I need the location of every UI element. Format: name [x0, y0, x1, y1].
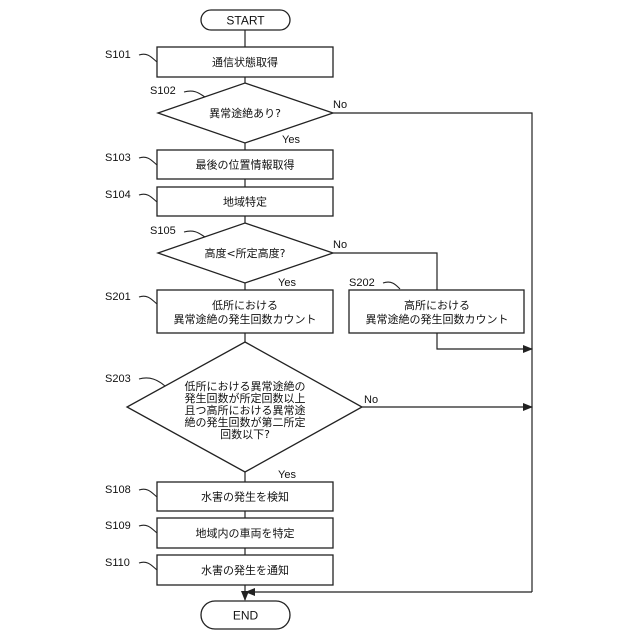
- s109-text: 地域内の車両を特定: [196, 526, 295, 540]
- s109-leader: [139, 525, 157, 533]
- step-s101: 通信状態取得 S101: [105, 47, 333, 77]
- s203-text-line-2: 発生回数が所定回数以上: [185, 391, 306, 405]
- s102-yes-label: Yes: [282, 134, 300, 146]
- start-label: START: [226, 14, 265, 28]
- s104-leader: [139, 194, 157, 202]
- s104-id: S104: [105, 189, 131, 201]
- s108-leader: [139, 489, 157, 497]
- s203-text-line-5: 回数以下?: [220, 428, 270, 441]
- s105-no-label: No: [333, 239, 347, 251]
- step-s108: 水害の発生を検知 S108: [105, 482, 333, 511]
- s108-id: S108: [105, 484, 131, 496]
- s102-id: S102: [150, 85, 176, 97]
- s105-yes-label: Yes: [278, 277, 296, 289]
- step-s109: 地域内の車両を特定 S109: [105, 518, 333, 548]
- s110-leader: [139, 562, 157, 570]
- s202-id: S202: [349, 277, 375, 289]
- s101-leader: [139, 54, 157, 62]
- s201-leader: [139, 296, 157, 304]
- step-s110: 水害の発生を通知 S110: [105, 555, 333, 585]
- s110-text: 水害の発生を通知: [201, 563, 289, 577]
- end-label: END: [233, 609, 259, 623]
- s109-id: S109: [105, 520, 131, 532]
- s203-yes-label: Yes: [278, 469, 296, 481]
- s203-text-line-3: 且つ高所における異常途: [185, 403, 306, 417]
- start-terminal: START: [201, 10, 290, 30]
- s103-id: S103: [105, 152, 131, 164]
- s202-leader: [383, 282, 400, 289]
- step-s201: 低所における 異常途絶の発生回数カウント S201: [105, 290, 333, 333]
- s101-text: 通信状態取得: [212, 55, 278, 69]
- s108-text: 水害の発生を検知: [201, 490, 289, 504]
- s203-text-line-1: 低所における異常途絶の: [185, 379, 306, 393]
- s102-no-label: No: [333, 99, 347, 111]
- s105-id: S105: [150, 225, 176, 237]
- s203-no-label: No: [364, 394, 378, 406]
- s203-id: S203: [105, 373, 131, 385]
- s103-leader: [139, 157, 157, 165]
- step-s104: 地域特定 S104: [105, 187, 333, 216]
- step-s102: 異常途絶あり? S102 No Yes: [150, 83, 347, 146]
- step-s103: 最後の位置情報取得 S103: [105, 150, 333, 179]
- s203-text-line-4: 絶の発生回数が第二所定: [185, 415, 306, 429]
- s202-text-line-2: 異常途絶の発生回数カウント: [366, 312, 509, 326]
- s202-text-line-1: 高所における: [404, 298, 470, 312]
- step-s203: 低所における異常途絶の 発生回数が所定回数以上 且つ高所における異常途 絶の発生…: [105, 342, 378, 481]
- s103-text: 最後の位置情報取得: [196, 158, 295, 172]
- s201-text-line-2: 異常途絶の発生回数カウント: [174, 312, 317, 326]
- end-terminal: END: [201, 601, 290, 629]
- s105-leader: [184, 231, 205, 237]
- s105-text: 高度<所定高度?: [204, 246, 285, 260]
- s102-leader: [184, 91, 205, 97]
- s203-leader: [139, 378, 165, 386]
- connector-s202-rail: [437, 333, 532, 349]
- s102-text: 異常途絶あり?: [209, 106, 281, 120]
- step-s105: 高度<所定高度? S105 No Yes: [150, 223, 347, 289]
- s110-id: S110: [105, 557, 130, 569]
- connector-s102-no: [333, 113, 532, 592]
- s201-text-line-1: 低所における: [212, 299, 278, 312]
- s101-id: S101: [105, 49, 131, 61]
- s201-id: S201: [105, 291, 131, 303]
- s104-text: 地域特定: [223, 195, 267, 209]
